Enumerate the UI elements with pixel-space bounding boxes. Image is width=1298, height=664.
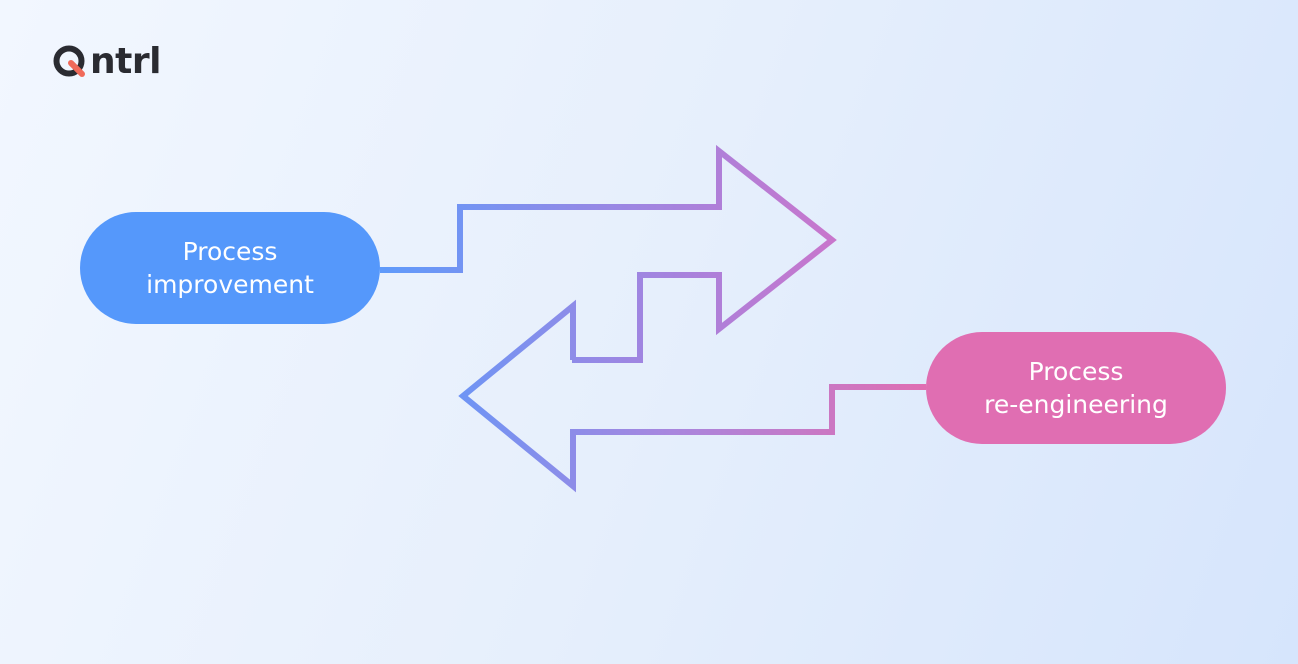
node-process-re-engineering: Process re-engineering [926,332,1226,444]
node-process-improvement: Process improvement [80,212,380,324]
arrow-right [380,144,837,363]
node-label-line2: re-engineering [984,390,1168,419]
logo-text: ntrl [90,41,161,82]
arrow-left [458,299,926,493]
qntrl-q-icon [52,44,88,80]
node-label-line2: improvement [146,270,314,299]
node-label-line1: Process [1028,357,1124,386]
qntrl-logo: ntrl [52,38,161,86]
node-label-line1: Process [182,237,278,266]
